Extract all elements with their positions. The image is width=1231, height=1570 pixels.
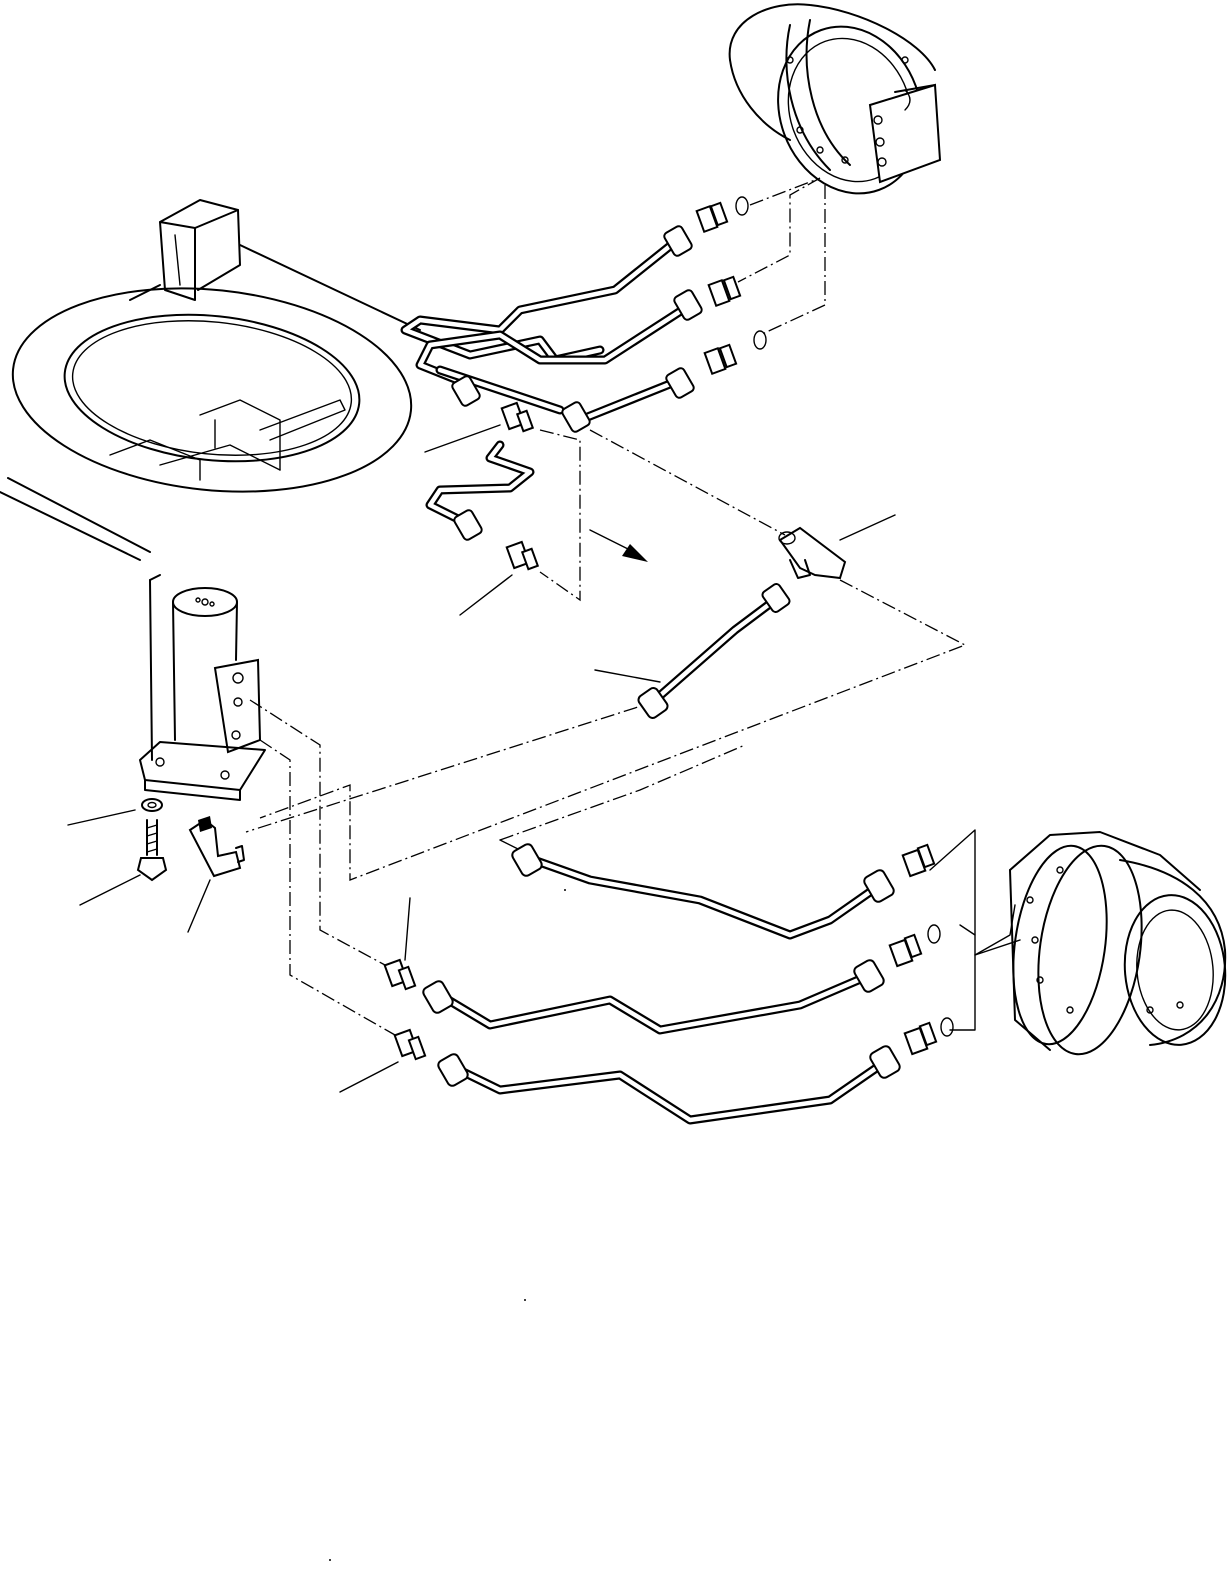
callout-leaders (67, 424, 896, 1093)
stray-marks (329, 889, 566, 1561)
tee-fitting (778, 526, 847, 580)
direction-arrow (589, 529, 648, 562)
tube-lower-1 (511, 843, 936, 940)
tube-lower-2 (383, 924, 941, 1035)
tube-upper-1 (400, 233, 685, 365)
tube-upper-2 (415, 300, 695, 390)
tube-center (637, 583, 791, 719)
upper-fittings (451, 196, 767, 571)
travel-motor-lower (1009, 831, 1227, 1056)
elbow-fitting (188, 816, 245, 878)
revolving-frame (0, 199, 421, 561)
tube-upper-3 (435, 365, 685, 425)
tube-lower-3 (393, 1017, 954, 1125)
tube-upper-4 (425, 440, 535, 530)
swivel-joint (139, 574, 266, 801)
bolt (136, 798, 168, 882)
travel-motor-upper (728, 3, 942, 195)
center-lines (245, 177, 1021, 1036)
